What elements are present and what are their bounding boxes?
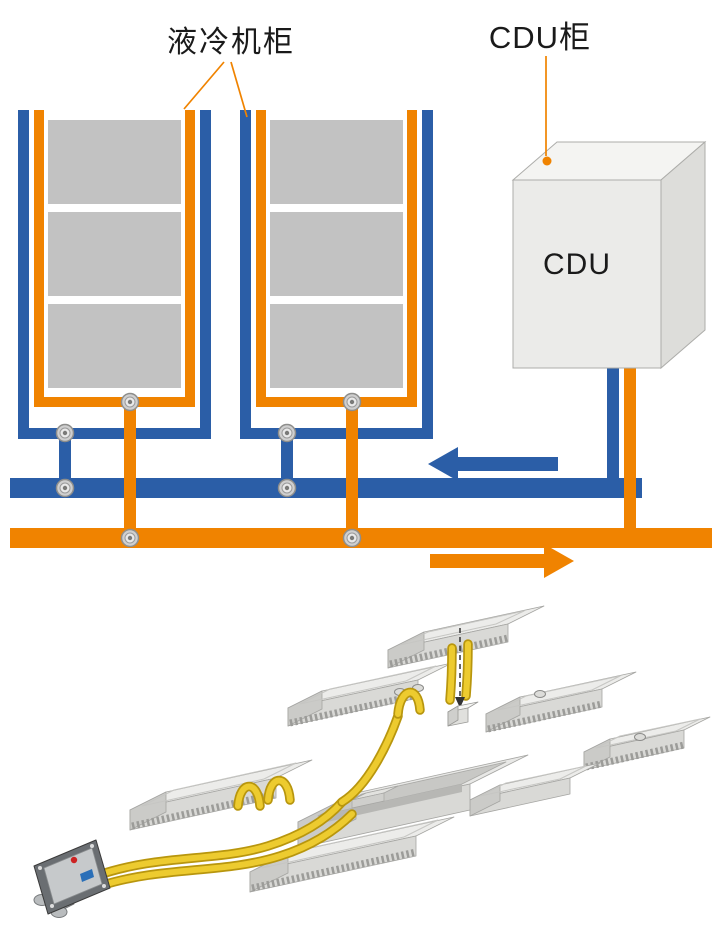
coolant-tubes — [91, 639, 473, 891]
cold-plate-assembly-illustration — [33, 605, 711, 918]
coolant-tube — [263, 775, 295, 805]
connector-blue-mark — [80, 869, 94, 882]
cabinet1-blue-drop — [59, 439, 71, 479]
insertion-arrow-icon — [455, 697, 465, 708]
coupling-icon — [277, 478, 297, 498]
cdu-box: CDU — [511, 140, 707, 370]
leader-line-cabinet-right — [230, 61, 248, 118]
cdu-supply-pipe — [624, 360, 636, 528]
cabinet2-blue-drop — [281, 439, 293, 479]
cabinet2-server-slot-3 — [270, 304, 403, 388]
cabinet2-blue-pipe-bottom — [240, 428, 433, 439]
tray-component — [351, 792, 385, 809]
coupling-icon — [342, 528, 362, 548]
tube-fitting-icon — [534, 690, 546, 698]
coolant-tube — [393, 687, 425, 719]
right-flow-arrow-icon — [430, 544, 574, 578]
cabinet1-server-slot-3 — [48, 304, 181, 388]
cabinet1-blue-pipe-right — [200, 110, 211, 439]
connector-screw-icon — [90, 844, 94, 848]
quick-connector — [33, 839, 111, 918]
cold-plate-module — [485, 671, 637, 733]
connector-faceplate — [43, 847, 103, 905]
return-main-pipe — [10, 478, 642, 498]
cabinet1-server-slot-1 — [48, 120, 181, 204]
cabinet2-orange-pipe-left — [256, 110, 266, 398]
tube-fitting-icon — [634, 733, 646, 741]
liquid-cooling-cabinet-1 — [18, 110, 211, 529]
connector-screw-icon — [102, 884, 106, 888]
cabinet1-orange-pipe-right — [185, 110, 195, 398]
cabinet2-server-slot-1 — [270, 120, 403, 204]
coupling-icon — [342, 392, 362, 412]
cabinet1-orange-pipe-bottom — [34, 397, 195, 407]
cabinet2-server-slot-2 — [270, 212, 403, 296]
coupling-icon — [277, 423, 297, 443]
cold-plate-module — [583, 716, 711, 771]
coolant-tube — [95, 809, 357, 891]
cdu-return-pipe — [607, 360, 619, 478]
cabinet1-blue-pipe-bottom — [18, 428, 211, 439]
leader-dot-cdu — [542, 156, 552, 166]
cold-plate-module — [469, 762, 601, 817]
cabinet2-orange-pipe-right — [407, 110, 417, 398]
coolant-tube — [233, 781, 265, 811]
cabinet2-orange-pipe-bottom — [256, 397, 417, 407]
cdu-box-front-face — [512, 179, 662, 369]
cabinet1-server-slot-2 — [48, 212, 181, 296]
coupling-icon — [120, 392, 140, 412]
liquid-cooling-cabinet-2 — [240, 110, 433, 529]
cabinet1-orange-pipe-left — [34, 110, 44, 398]
coolant-tube — [461, 639, 473, 701]
connector-red-mark — [70, 856, 78, 864]
connector-screw-icon — [50, 904, 54, 908]
cold-plate-module — [287, 662, 453, 727]
coupling-icon — [55, 423, 75, 443]
coupling-icon — [55, 478, 75, 498]
label-cdu-cabinet: CDU柜 — [489, 20, 591, 55]
coolant-tube — [91, 797, 347, 881]
cabinet2-blue-pipe-left — [240, 110, 251, 439]
cabinet1-orange-drop — [124, 407, 136, 529]
insert-connector-block — [447, 701, 479, 727]
leader-line-cabinet-left — [183, 61, 225, 110]
label-liquid-cooling-cabinet: 液冷机柜 — [167, 26, 295, 59]
cabinet2-orange-drop — [346, 407, 358, 529]
cdu-box-side-face — [660, 140, 706, 370]
cdu-box-label: CDU — [543, 248, 611, 281]
coupling-icon — [120, 528, 140, 548]
coolant-tube — [445, 643, 457, 705]
left-flow-arrow-icon — [428, 447, 558, 481]
cabinet1-blue-pipe-left — [18, 110, 29, 439]
pipe-couplings — [55, 392, 362, 548]
cabinet2-blue-pipe-right — [422, 110, 433, 439]
chassis-tray — [297, 754, 529, 849]
connector-screw-icon — [38, 866, 42, 870]
coolant-tube — [337, 711, 403, 807]
